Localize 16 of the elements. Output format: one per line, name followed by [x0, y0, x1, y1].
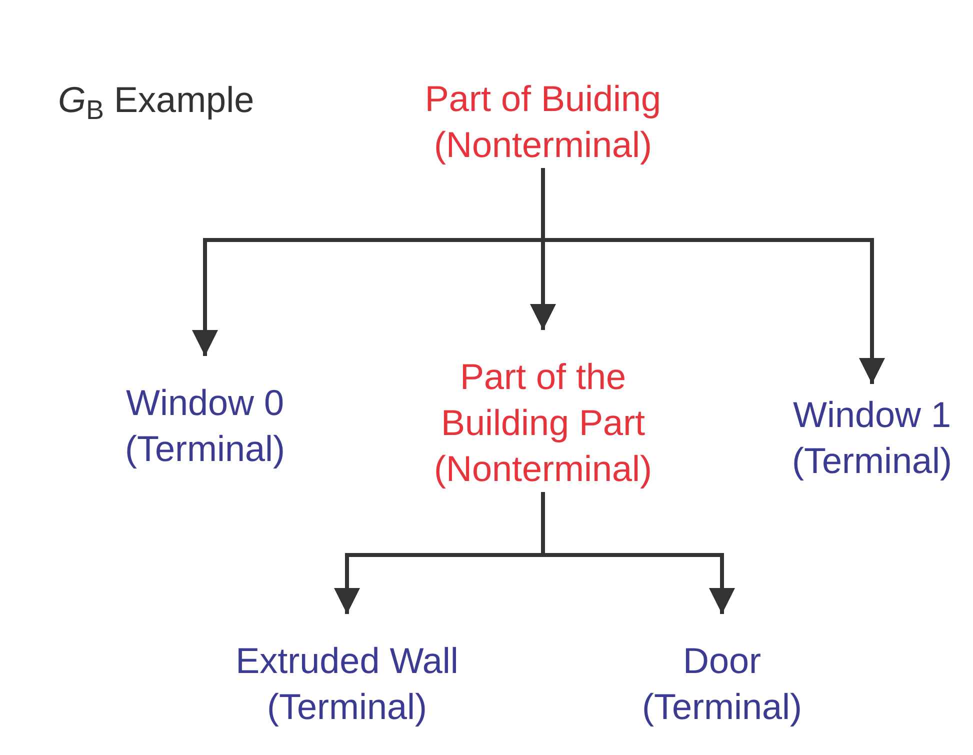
arrow — [541, 168, 885, 384]
node-label: Window 0 — [126, 381, 284, 425]
node-label: Window 1 — [792, 393, 952, 437]
diagram-title: G$_{B}$ Example — [58, 78, 254, 122]
node-label: (Nonterminal) — [434, 123, 652, 167]
node-label: Building Part — [440, 401, 646, 445]
node-label: (Nonterminal) — [434, 447, 652, 491]
node-label: (Terminal) — [266, 685, 427, 729]
node-label: (Terminal) — [792, 439, 952, 483]
node-label: (Terminal) — [125, 427, 285, 471]
node-label: Part of the — [460, 355, 626, 399]
node-label: Extruded Wall — [236, 639, 458, 683]
node-label: Door — [682, 639, 761, 683]
arrow — [541, 492, 735, 614]
node-label: (Terminal) — [642, 685, 802, 729]
node-label: Part of Buiding — [424, 77, 662, 121]
